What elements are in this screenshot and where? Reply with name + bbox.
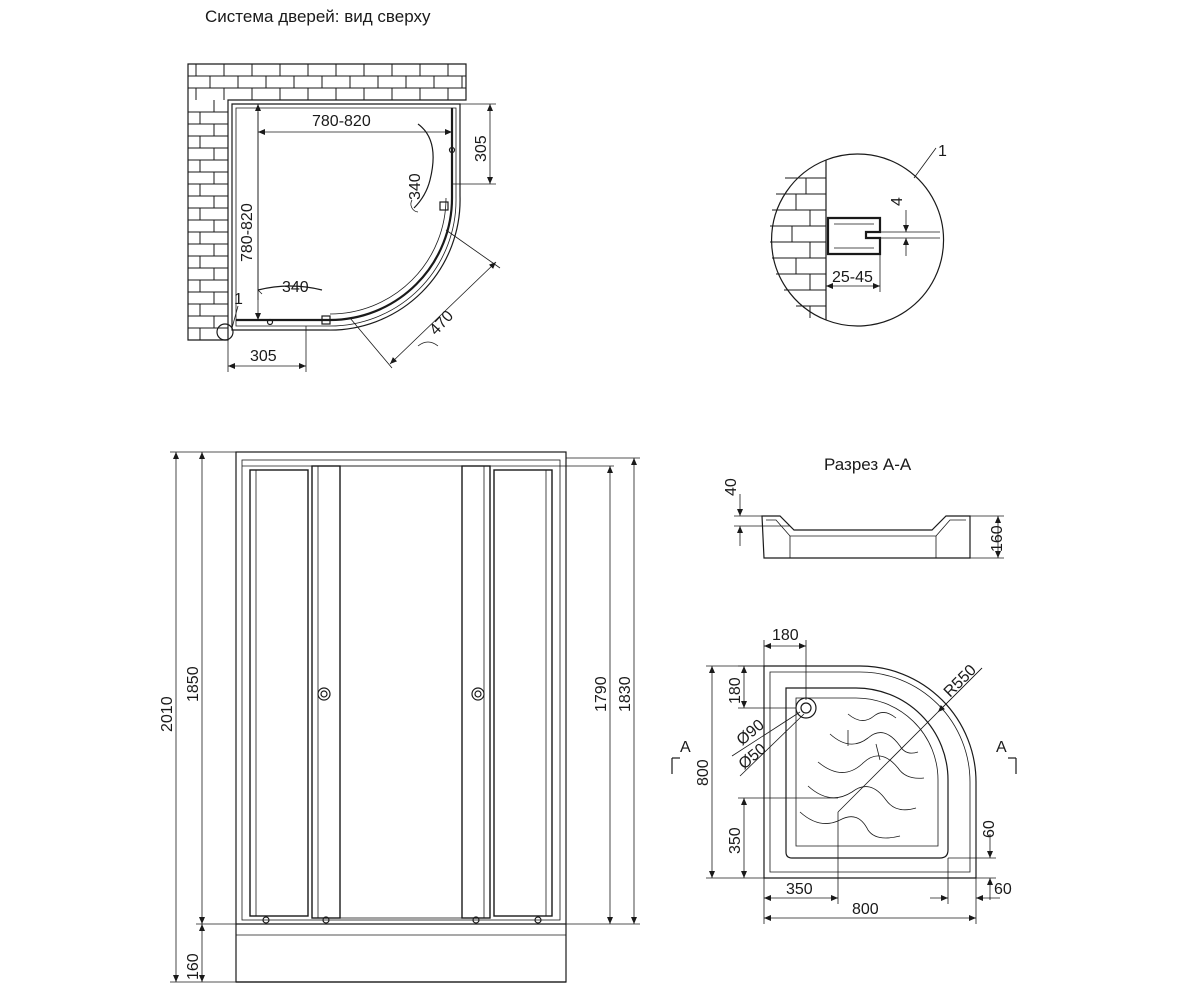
top-callout-label: 1 (234, 291, 243, 308)
dim-range: 25-45 (832, 269, 873, 286)
dim-base: 160 (185, 953, 202, 980)
section-view: Разрез А-А 40 160 (723, 455, 1006, 559)
dim-right-top: 305 (473, 135, 490, 162)
drain-inner (800, 702, 812, 714)
dim-total: 2010 (159, 696, 176, 732)
dim-350-horizontal: 350 (786, 881, 813, 898)
drain-outer (795, 697, 817, 719)
dim-drain-y: 180 (727, 677, 744, 704)
anti-slip-pattern (799, 712, 925, 839)
dim-door-outer: 1830 (617, 676, 634, 712)
dim-rim-horizontal: 60 (994, 881, 1012, 898)
dim-width: 780-820 (312, 113, 371, 130)
dim-rim-vertical: 60 (981, 820, 998, 838)
section-mark-left: A (680, 739, 691, 756)
dim-door: 1790 (593, 676, 610, 712)
dim-350-vertical: 350 (727, 827, 744, 854)
dim-frame: 1850 (185, 666, 202, 702)
top-view-title: Система дверей: вид сверху (205, 7, 431, 26)
dim-section-height: 160 (989, 525, 1006, 552)
dim-gap: 4 (889, 197, 906, 206)
dim-drain-x: 180 (772, 627, 799, 644)
top-view: Система дверей: вид сверху (187, 7, 501, 372)
dim-bottom-left: 305 (250, 348, 277, 365)
dim-radius: R550 (941, 662, 980, 701)
roller-right (439, 201, 449, 211)
front-view: 2010 1850 160 1790 1830 (159, 451, 640, 983)
section-title: Разрез А-А (824, 455, 912, 474)
handle-left (317, 687, 331, 701)
right-fixed-panel (493, 469, 553, 917)
brick-joints (195, 64, 463, 340)
tray-plan: R550 180 180 Ø90 Ø50 800 350 A A (671, 627, 1017, 924)
dim-depth: 780-820 (239, 203, 256, 262)
right-door (461, 465, 491, 919)
dim-tray-width: 800 (852, 901, 879, 918)
dim-diagonal: 470 (426, 308, 457, 339)
detail-callout-label: 1 (938, 143, 947, 160)
callout-circle (216, 323, 234, 341)
left-fixed-panel (249, 469, 309, 917)
dim-rim: 40 (723, 478, 740, 496)
dim-tray-depth: 800 (695, 759, 712, 786)
center-glass (339, 465, 463, 919)
wall-profile (826, 216, 882, 256)
dim-door-travel-bottom: 340 (282, 279, 309, 296)
detail-view: 4 25-45 1 (770, 143, 947, 327)
section-mark-right: A (996, 739, 1007, 756)
brick-wall (187, 63, 467, 341)
roller-bottom (321, 315, 331, 325)
handle-right (471, 687, 485, 701)
dim-door-travel-right: 340 (407, 173, 424, 200)
